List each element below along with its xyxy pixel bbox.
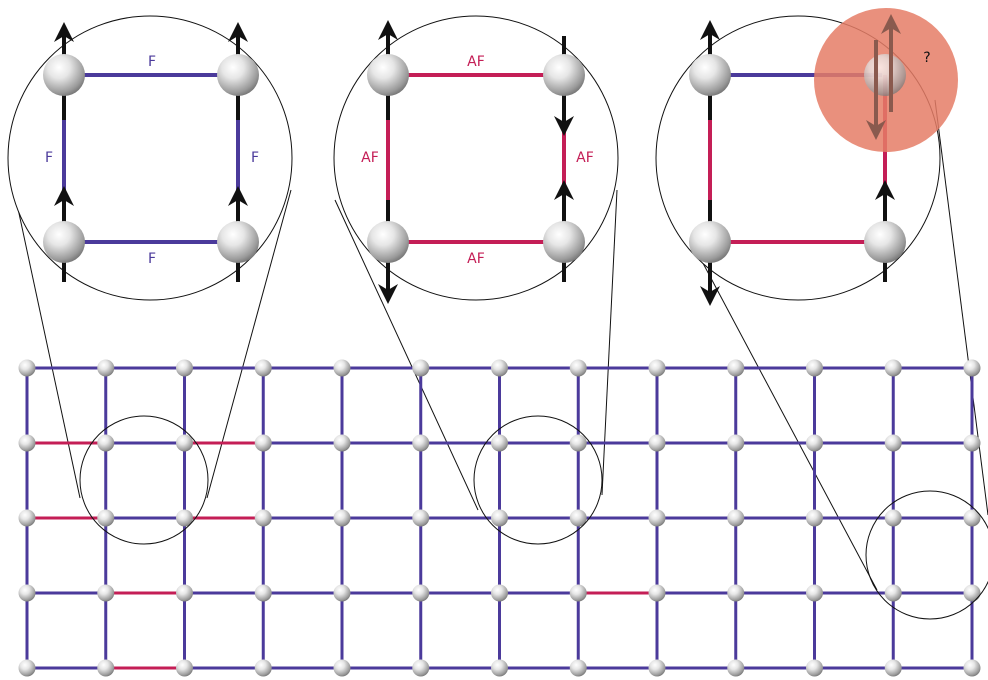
lattice-atom: [334, 510, 351, 527]
lattice-atom: [885, 360, 902, 377]
lattice-atom: [19, 360, 36, 377]
lattice-atom: [964, 435, 981, 452]
lattice-atom: [570, 360, 587, 377]
bond-label-bottom: AF: [467, 251, 485, 267]
lattice-atom: [649, 510, 666, 527]
lattice-atom: [255, 435, 272, 452]
atom: [217, 54, 259, 96]
atom: [689, 54, 731, 96]
lattice-atom: [176, 360, 193, 377]
lattice-atom: [334, 435, 351, 452]
lattice-atom: [19, 585, 36, 602]
lattice-atom: [964, 660, 981, 677]
bond-label-right: AF: [576, 150, 594, 166]
lattice-atom: [570, 660, 587, 677]
zoom-line-mid-b: [602, 190, 617, 495]
lattice-atom: [649, 360, 666, 377]
lattice-atom: [97, 510, 114, 527]
lattice-atom: [176, 585, 193, 602]
lattice-atom: [727, 360, 744, 377]
lattice-atom: [412, 435, 429, 452]
bond-label-bottom: F: [148, 251, 156, 267]
lattice-atom: [97, 660, 114, 677]
lattice-atom: [727, 435, 744, 452]
lattice-atom: [491, 660, 508, 677]
inset-ferromagnetic: F F F F: [8, 16, 292, 300]
lattice-atom: [491, 585, 508, 602]
atom: [367, 221, 409, 263]
lattice-atom: [97, 435, 114, 452]
lattice-atom: [964, 360, 981, 377]
bond-label-left: F: [45, 150, 53, 166]
lattice-atom: [19, 510, 36, 527]
lattice-atom: [649, 660, 666, 677]
lattice-atom: [334, 660, 351, 677]
atom: [217, 221, 259, 263]
lattice-atom: [649, 585, 666, 602]
lattice-atom: [255, 510, 272, 527]
atom: [43, 221, 85, 263]
lattice-atom: [806, 660, 823, 677]
atom: [689, 221, 731, 263]
lattice-atom: [885, 660, 902, 677]
lattice-atom: [334, 585, 351, 602]
lattice-atom: [412, 585, 429, 602]
lattice-atom: [255, 360, 272, 377]
lattice-atom: [255, 585, 272, 602]
lattice-atom: [19, 435, 36, 452]
lattice-atom: [806, 360, 823, 377]
lattice-atom: [885, 435, 902, 452]
lattice-atom: [806, 585, 823, 602]
atom: [543, 221, 585, 263]
lattice-atom: [885, 510, 902, 527]
lattice-atom: [97, 360, 114, 377]
lattice-atom: [491, 360, 508, 377]
lattice-atom: [806, 510, 823, 527]
bond-label-top: AF: [467, 54, 485, 70]
atom: [43, 54, 85, 96]
inset-frustrated: ?: [656, 8, 958, 300]
lattice-atom: [806, 435, 823, 452]
lattice-atom: [491, 510, 508, 527]
lattice-atom: [334, 360, 351, 377]
bond-label-right: F: [251, 150, 259, 166]
zoom-line-right-b: [935, 100, 988, 515]
atom: [864, 221, 906, 263]
lattice-atom: [176, 660, 193, 677]
bond-label-top: F: [148, 54, 156, 70]
lattice-atom: [97, 585, 114, 602]
lattice-atom: [727, 585, 744, 602]
lattice-atom: [964, 585, 981, 602]
lattice-atom: [649, 435, 666, 452]
atom-frustrated: [864, 54, 906, 96]
lattice-atom: [727, 510, 744, 527]
bond-label-left: AF: [361, 150, 379, 166]
atom: [543, 54, 585, 96]
lattice-atom: [19, 660, 36, 677]
lattice-atom: [412, 360, 429, 377]
lattice-atom: [176, 435, 193, 452]
lattice-atom: [491, 435, 508, 452]
lattice-atom: [412, 660, 429, 677]
lattice-atom: [412, 510, 429, 527]
unknown-spin-label: ?: [923, 50, 930, 66]
lattice-atom: [255, 660, 272, 677]
lattice-atom: [570, 435, 587, 452]
lattice-atom: [727, 660, 744, 677]
lattice-atom: [885, 585, 902, 602]
lattice-atom: [570, 585, 587, 602]
inset-antiferromagnetic: AF AF AF AF: [334, 16, 618, 300]
atom: [367, 54, 409, 96]
